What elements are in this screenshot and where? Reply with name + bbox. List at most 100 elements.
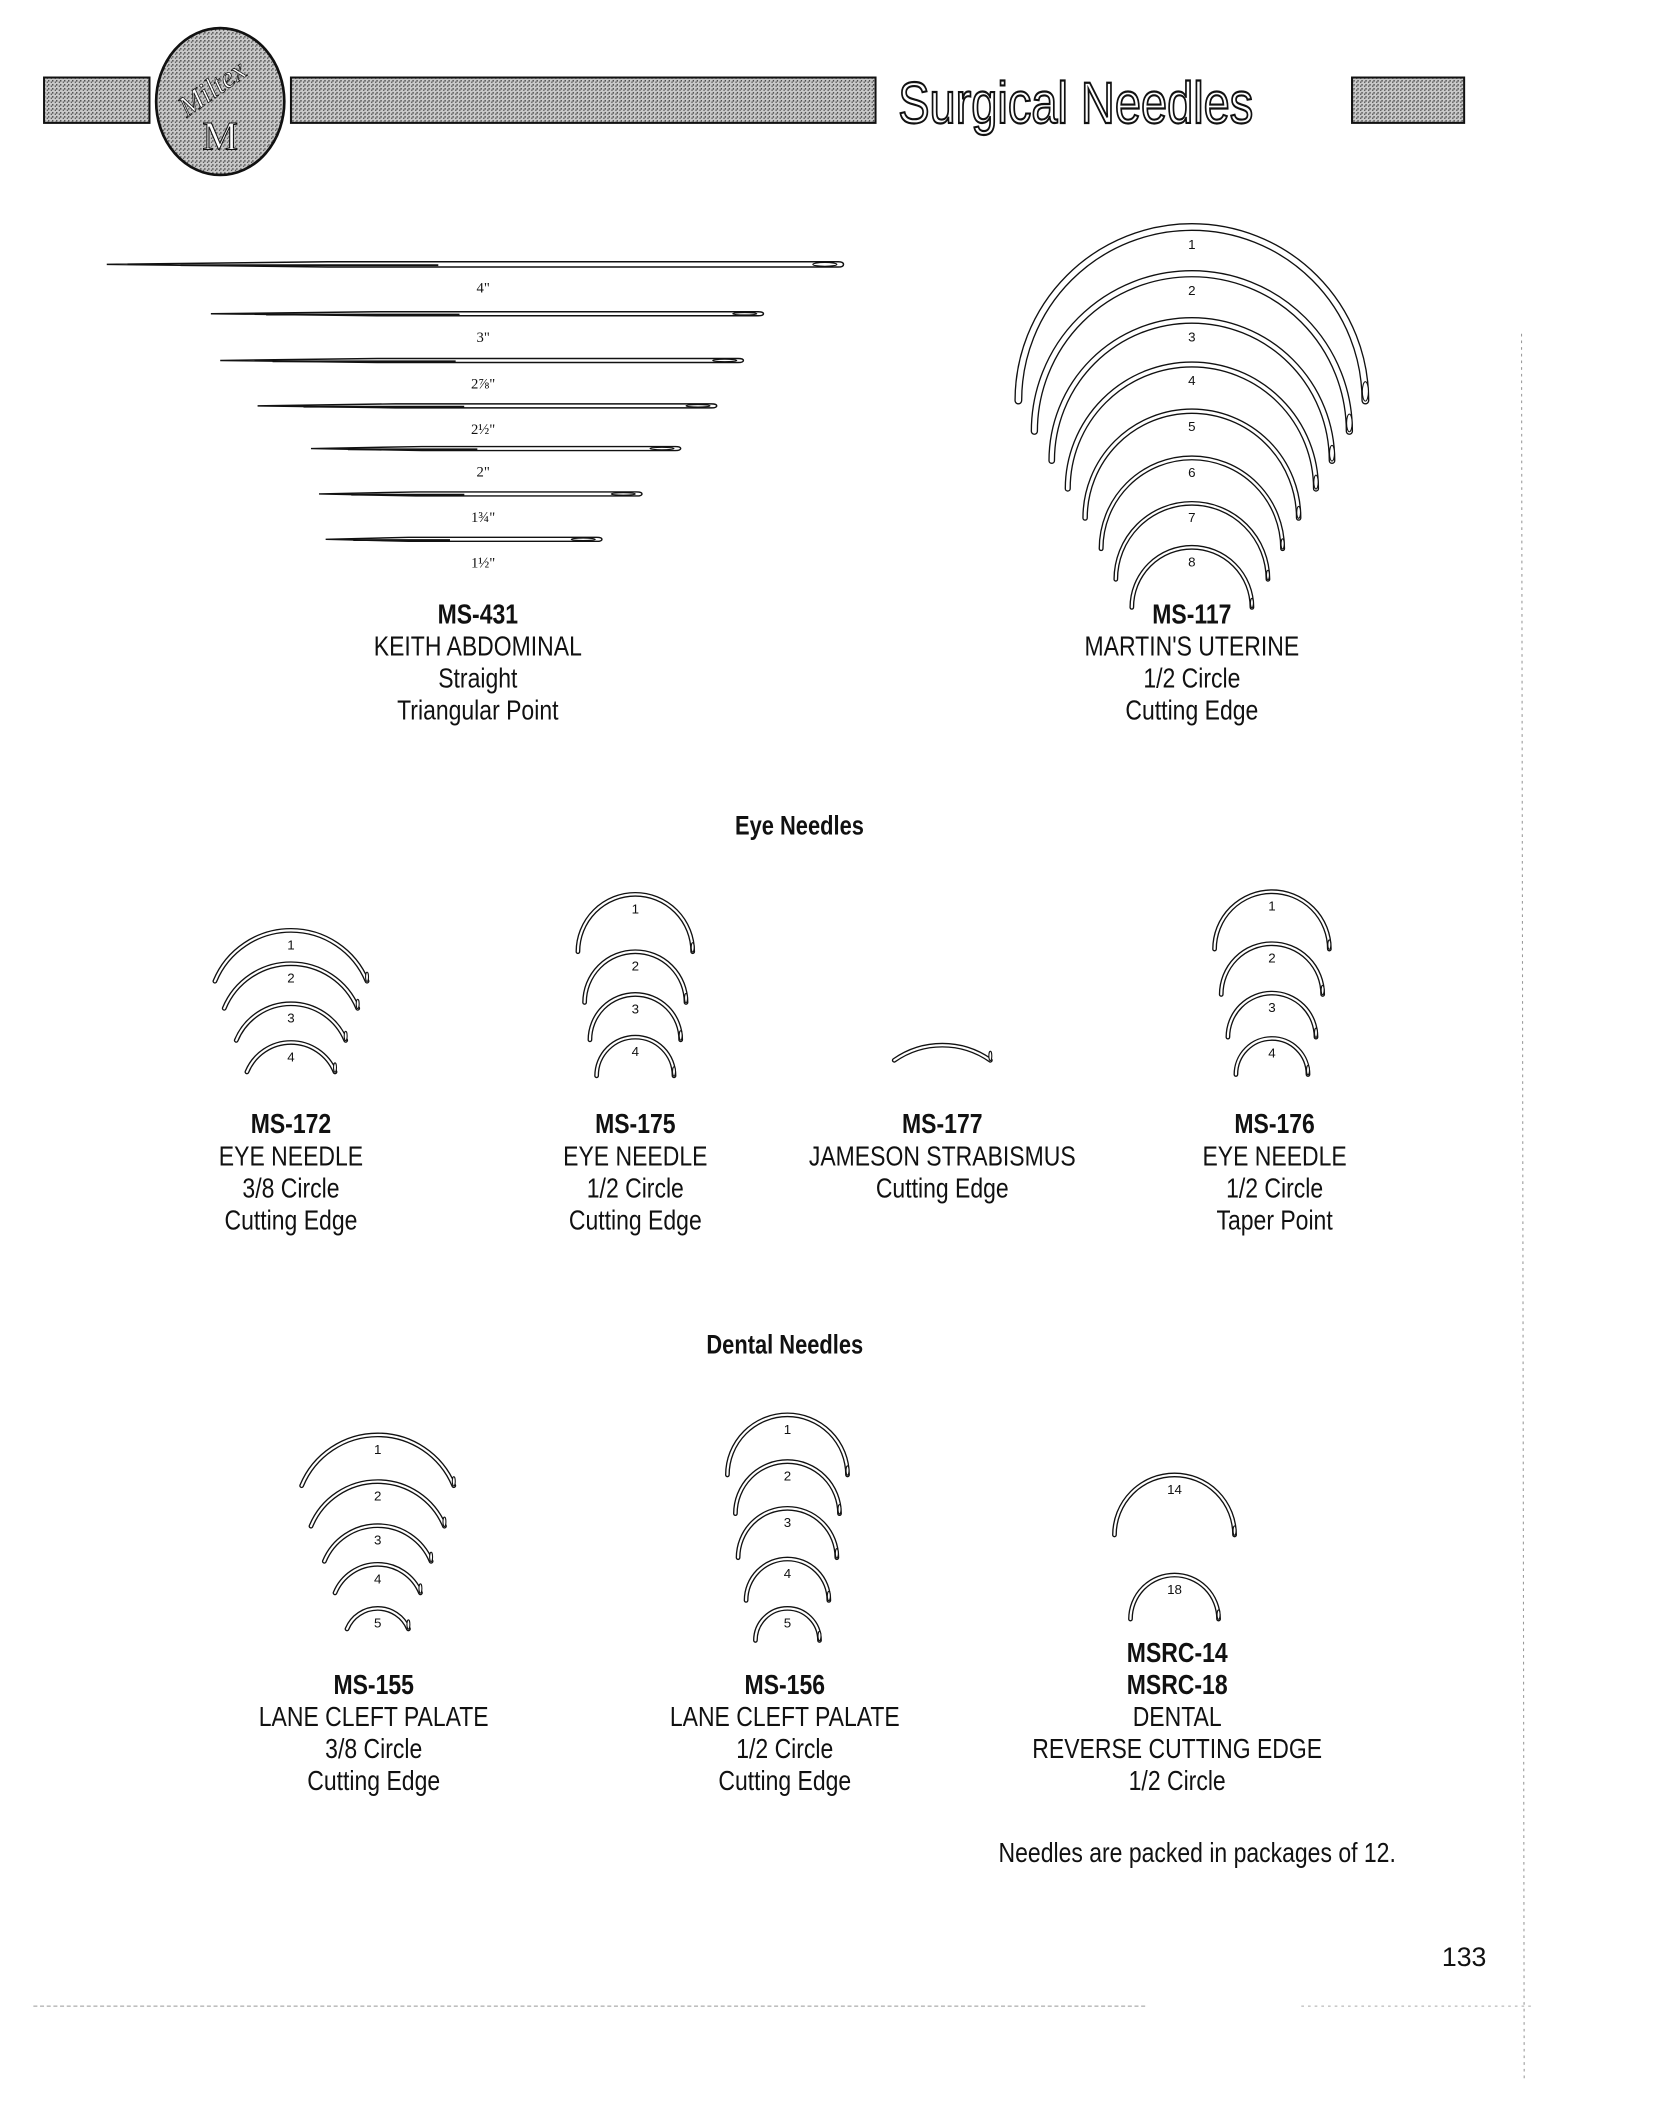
needle-eye bbox=[365, 971, 370, 983]
packaging-note: Needles are packed in packages of 12. bbox=[999, 1838, 1396, 1869]
needle-highlight bbox=[1099, 456, 1284, 550]
needle-size-label: 2" bbox=[476, 465, 489, 481]
product-name: JAMESON STRABISMUS bbox=[809, 1141, 1076, 1172]
product-name: EYE NEEDLE bbox=[1202, 1141, 1346, 1172]
needle-highlight bbox=[1113, 1473, 1236, 1537]
needle-eye bbox=[1320, 984, 1325, 996]
needle-eye bbox=[988, 1050, 993, 1062]
curved-needle: 3 bbox=[1048, 317, 1336, 464]
scan-edge-right bbox=[1520, 333, 1525, 2083]
header-bar-left bbox=[43, 76, 151, 124]
product-code: MS-172 bbox=[251, 1109, 331, 1140]
straight-needle: 2½" bbox=[257, 403, 718, 438]
needle-size-number: 4 bbox=[784, 1566, 792, 1581]
needle-size-label: 2⅞" bbox=[471, 376, 495, 392]
needle-size-number: 2 bbox=[632, 959, 639, 974]
needle-size-number: 4 bbox=[287, 1049, 295, 1064]
product-point: Cutting Edge bbox=[307, 1766, 440, 1797]
section-heading-dental-needles: Dental Needles bbox=[706, 1331, 863, 1361]
needle-eye bbox=[678, 1030, 683, 1041]
needle-size-number: 2 bbox=[1268, 951, 1275, 966]
needle-eye bbox=[406, 1619, 411, 1630]
miltex-logo: Miltex M bbox=[154, 26, 286, 177]
needle-eye bbox=[1346, 413, 1353, 433]
needle-highlight bbox=[576, 893, 694, 953]
curved-needle: 4 bbox=[332, 1561, 423, 1596]
needle-eye bbox=[685, 404, 711, 408]
needle-highlight bbox=[583, 950, 688, 1004]
needle-eye bbox=[649, 446, 675, 451]
product-code: MS-155 bbox=[333, 1670, 413, 1701]
curved-needle: 14 bbox=[1112, 1472, 1237, 1538]
product-point: Taper Point bbox=[1216, 1205, 1332, 1236]
needle-eye bbox=[429, 1551, 434, 1563]
needle-highlight bbox=[588, 993, 682, 1041]
product-code: MS-176 bbox=[1234, 1109, 1314, 1140]
curved-needle: 4 bbox=[1233, 1036, 1311, 1077]
product-point: Cutting Edge bbox=[225, 1205, 358, 1236]
needle-size-label: 1½" bbox=[471, 555, 495, 571]
needle-size-number: 1 bbox=[784, 1422, 791, 1437]
needle-eye bbox=[1313, 474, 1319, 490]
curved-needle: 4 bbox=[1064, 361, 1320, 492]
needle-size-number: 3 bbox=[632, 1001, 639, 1016]
product-name: EYE NEEDLE bbox=[563, 1141, 707, 1172]
needle-size-number: 8 bbox=[1188, 554, 1195, 569]
needle-highlight bbox=[754, 1607, 821, 1642]
needle-eye bbox=[812, 261, 838, 267]
needle-size-label: 3" bbox=[476, 330, 489, 346]
needle-highlight bbox=[595, 1036, 676, 1077]
page-title: Surgical Needles bbox=[898, 71, 1253, 136]
needle-highlight bbox=[1083, 409, 1301, 520]
needle-eye bbox=[355, 998, 360, 1010]
needle-highlight bbox=[1032, 271, 1352, 434]
needle-eye bbox=[1280, 538, 1285, 550]
needle-eye bbox=[837, 1503, 842, 1515]
product-shape: 1/2 Circle bbox=[1129, 1766, 1226, 1797]
curved-needle: 8 bbox=[1129, 544, 1255, 610]
curved-needle: 1 bbox=[212, 927, 370, 984]
needle-highlight bbox=[223, 962, 359, 1010]
curved-needle: 2 bbox=[1030, 270, 1354, 435]
needle-highlight bbox=[737, 1507, 838, 1559]
needle-highlight bbox=[300, 1433, 455, 1487]
product-ms-175: MS-175 EYE NEEDLE 1/2 Circle Cutting Edg… bbox=[563, 1109, 707, 1236]
needle-size-number: 1 bbox=[1268, 899, 1275, 914]
needle-eye bbox=[1327, 939, 1332, 950]
needle-highlight bbox=[323, 1524, 433, 1563]
needle-eye bbox=[834, 1548, 839, 1559]
product-shape: 3/8 Circle bbox=[325, 1734, 422, 1765]
needle-size-number: 1 bbox=[374, 1442, 381, 1457]
curved-needle: 2 bbox=[221, 961, 361, 1011]
product-name: MARTIN'S UTERINE bbox=[1085, 631, 1300, 662]
needle-size-number: 5 bbox=[784, 1615, 791, 1630]
curved-needle: 1 bbox=[299, 1432, 457, 1489]
product-shape: 1/2 Circle bbox=[1143, 663, 1240, 694]
needle-highlight bbox=[893, 1044, 992, 1062]
needle-highlight bbox=[1114, 502, 1270, 581]
product-point: Triangular Point bbox=[397, 695, 558, 726]
needle-eye bbox=[826, 1590, 831, 1602]
curved-needle: 3 bbox=[587, 992, 684, 1043]
product-ms-117: MS-117 MARTIN'S UTERINE 1/2 Circle Cutti… bbox=[1085, 599, 1300, 726]
straight-needle: 4" bbox=[106, 260, 845, 296]
curved-needle: 4 bbox=[743, 1556, 832, 1603]
needle-eye bbox=[684, 992, 689, 1004]
needle-highlight bbox=[1129, 1573, 1220, 1621]
logo-letter: M bbox=[202, 114, 238, 159]
straight-needle: 1½" bbox=[325, 536, 603, 571]
header-bar-right bbox=[1351, 76, 1466, 124]
product-name: LANE CLEFT PALATE bbox=[670, 1702, 900, 1733]
straight-needle: 2" bbox=[310, 445, 682, 481]
needle-eye bbox=[1249, 597, 1254, 609]
needle-size-number: 3 bbox=[287, 1011, 294, 1026]
curved-needle: 3 bbox=[735, 1505, 840, 1561]
needle-eye bbox=[1265, 569, 1270, 581]
needle-highlight bbox=[1234, 1037, 1310, 1076]
section-heading-eye-needles: Eye Needles bbox=[735, 811, 864, 841]
curved-needle: 2 bbox=[1218, 941, 1326, 997]
needle-highlight bbox=[1065, 362, 1318, 491]
product-point: REVERSE CUTTING EDGE bbox=[1032, 1734, 1322, 1765]
needle-highlight bbox=[345, 1607, 410, 1630]
